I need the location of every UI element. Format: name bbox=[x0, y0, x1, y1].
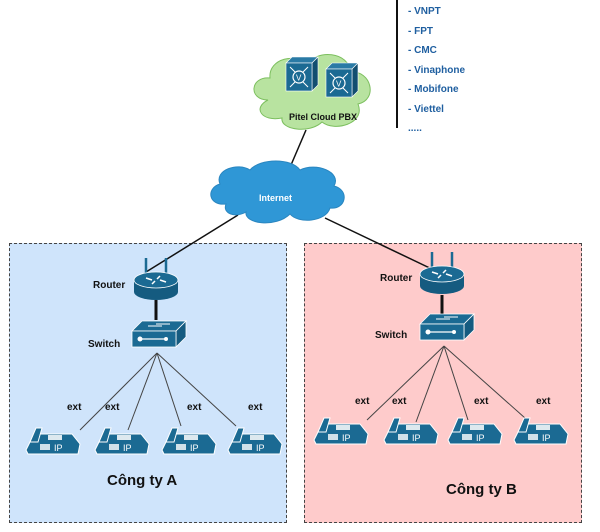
ext-label-b1: ext bbox=[355, 396, 370, 407]
carrier-item: - Viettel bbox=[408, 103, 444, 115]
phone-a4-icon bbox=[227, 427, 283, 455]
site-a-name: Công ty A bbox=[107, 472, 178, 489]
pbx-server-icon-1 bbox=[285, 56, 319, 92]
link-internet-router-a bbox=[145, 214, 239, 273]
ext-label-a1: ext bbox=[67, 402, 82, 413]
phone-a2-icon bbox=[94, 427, 150, 455]
link-internet-router-b bbox=[324, 217, 437, 272]
ext-label-a4: ext bbox=[248, 402, 263, 413]
ext-label-b2: ext bbox=[392, 396, 407, 407]
phone-b2-icon bbox=[383, 417, 439, 445]
router-a-icon bbox=[132, 256, 180, 302]
carrier-item: - Vinaphone bbox=[408, 64, 466, 76]
carrier-item: - CMC bbox=[408, 45, 437, 56]
phone-b3-icon bbox=[447, 417, 503, 445]
internet-cloud-icon bbox=[210, 160, 345, 224]
carrier-item: - VNPT bbox=[408, 6, 441, 17]
router-a-label: Router bbox=[93, 280, 126, 291]
phone-b1-icon bbox=[313, 417, 369, 445]
carrier-list: - VNPT - FPT - CMC - Vinaphone - Mobifon… bbox=[396, 0, 466, 134]
phone-a3-icon bbox=[161, 427, 217, 455]
ext-label-a2: ext bbox=[105, 402, 120, 413]
switch-a-label: Switch bbox=[88, 339, 121, 350]
switch-b-phone-links bbox=[366, 345, 526, 423]
router-b-label: Router bbox=[380, 273, 413, 284]
switch-b-icon bbox=[419, 313, 475, 341]
pbx-server-icon-2 bbox=[325, 62, 359, 98]
switch-a-phone-links bbox=[79, 352, 237, 431]
carrier-item: - FPT bbox=[408, 25, 433, 37]
ext-label-a3: ext bbox=[187, 402, 202, 413]
carrier-item: - Mobifone bbox=[408, 84, 459, 95]
ext-label-b4: ext bbox=[536, 396, 551, 407]
ext-label-b3: ext bbox=[474, 396, 489, 407]
site-b-name: Công ty B bbox=[446, 481, 517, 498]
phone-a1-icon bbox=[25, 427, 81, 455]
router-b-icon bbox=[418, 250, 466, 296]
internet-label: Internet bbox=[259, 193, 293, 203]
cloud-pbx-label: Pitel Cloud PBX bbox=[289, 112, 358, 122]
phone-b4-icon bbox=[513, 417, 569, 445]
switch-b-label: Switch bbox=[375, 330, 408, 341]
switch-a-icon bbox=[131, 320, 187, 348]
carrier-item: ..... bbox=[408, 123, 422, 134]
